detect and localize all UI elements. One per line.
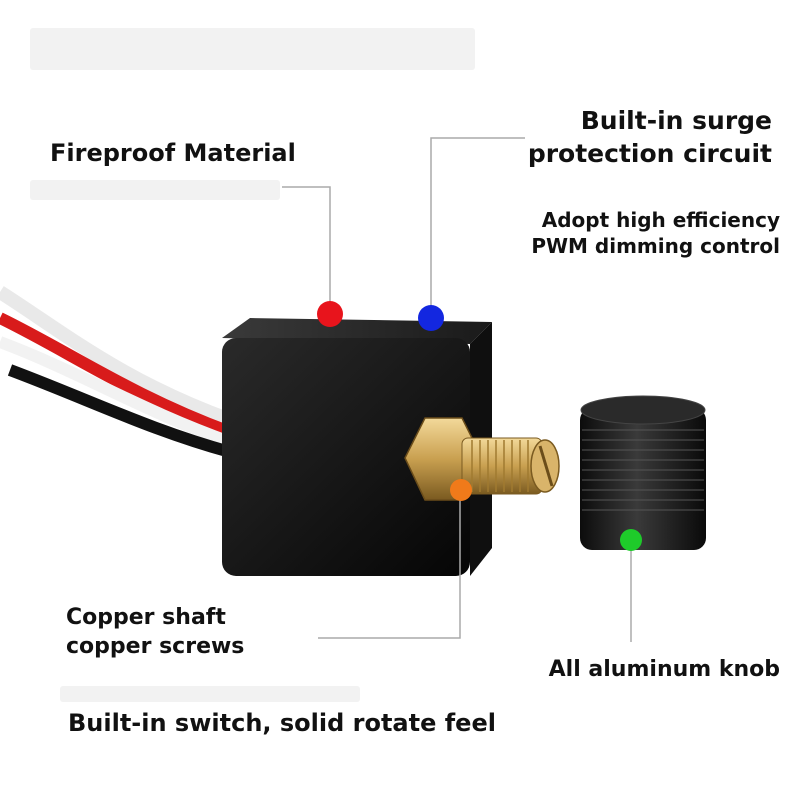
leader-lines [282,137,632,642]
wire-bundle [0,286,233,458]
wire-white [0,286,233,427]
knob-body [580,408,706,550]
fireproof-dot [317,301,343,327]
label-aluminum-knob: All aluminum knob [549,656,780,685]
faint-watermark-bottom [60,686,360,702]
knob-dot [620,529,642,551]
knob-grooves [582,429,704,511]
label-pwm-line2: PWM dimming control [531,234,780,258]
knob-cap [580,395,706,425]
faint-watermark-top [30,28,475,70]
shaft-slot [538,445,554,487]
leader-fireproof [282,186,331,308]
label-builtin-switch: Built-in switch, solid rotate feel [68,708,496,739]
wire-white-2 [0,336,233,448]
leader-copper [318,490,461,639]
wire-red [0,312,233,438]
label-knob-text: All aluminum knob [548,657,780,682]
label-pwm-dimming: Adopt high efficiency PWM dimming contro… [531,207,780,259]
label-surge-line1: Built-in surge [580,106,772,135]
label-surge-line2: protection circuit [527,138,772,168]
faint-watermark-left [30,180,280,200]
label-copper-line2: copper screws [66,633,245,659]
label-switch-text: Built-in switch, solid rotate feel [68,709,496,737]
surge-dot [418,305,444,331]
wire-black [7,364,232,458]
label-copper-shaft: Copper shaft copper screws [66,604,244,661]
label-fireproof-text: Fireproof Material [50,139,296,167]
label-copper-line1: Copper shaft [66,605,226,630]
shaft-knurling [471,440,529,492]
label-pwm-line1: Adopt high efficiency [541,208,780,232]
copper-dot [450,479,472,501]
dimmer-front-face [222,338,470,576]
copper-shaft [461,437,543,495]
label-fireproof-material: Fireproof Material [50,138,296,169]
shaft-assembly [404,417,560,501]
aluminum-knob [580,395,706,550]
leader-surge [430,137,525,310]
label-surge-protection: Built-in surge protection circuit [528,105,772,170]
